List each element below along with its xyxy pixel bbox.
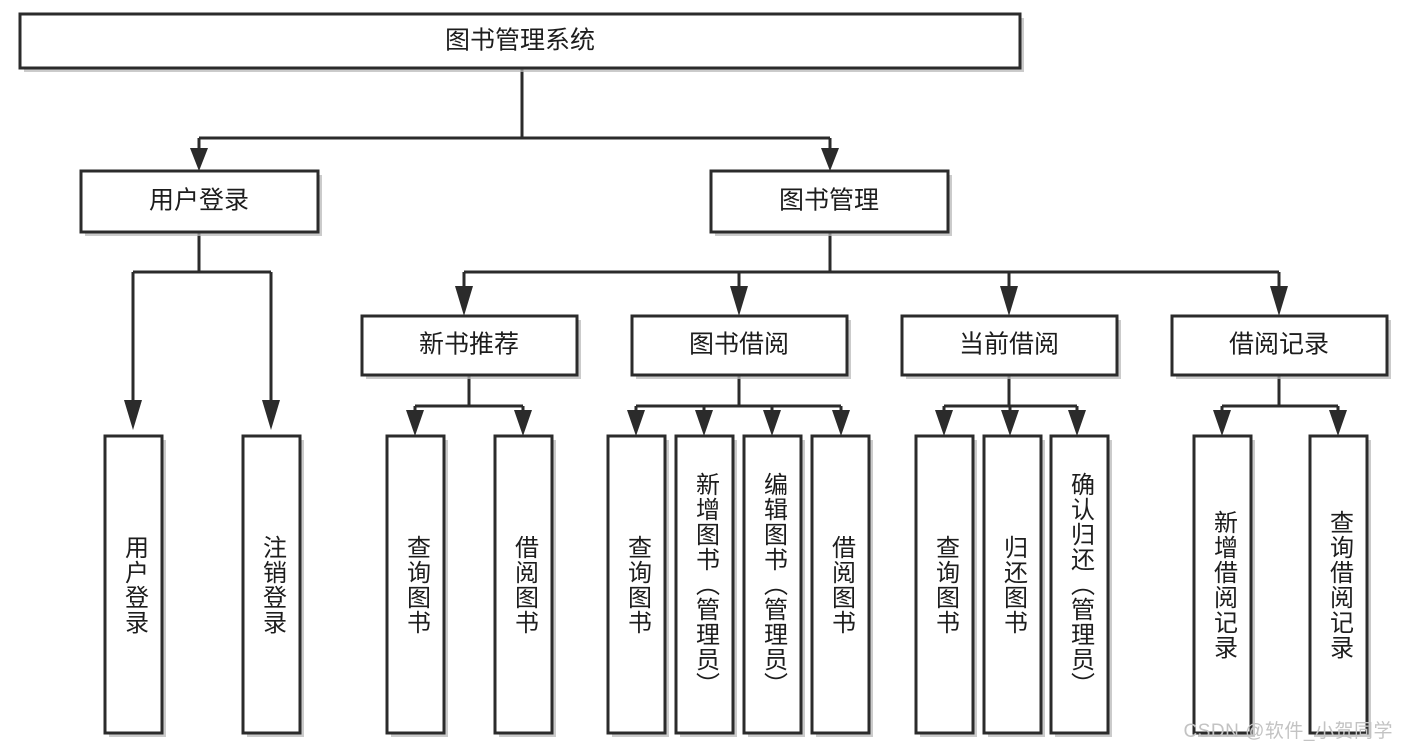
current-borrow-label: 当前借阅 <box>959 331 1059 359</box>
node-book-borrow[interactable]: 图书借阅 <box>630 314 851 379</box>
arrowhead-bb-borrow <box>832 410 850 436</box>
leaf-cb-confirm-return[interactable]: 确认归还（管理员） <box>1049 434 1112 737</box>
leaf-br-query-label: 查询借阅记录 <box>1325 509 1353 660</box>
arrowhead-nb-borrow <box>514 410 532 436</box>
node-book-management[interactable]: 图书管理 <box>709 169 952 236</box>
arrowhead-book-borrow <box>730 286 748 316</box>
arrowhead-book-manage <box>821 148 839 171</box>
connector-layer <box>124 68 1347 436</box>
user-login-label: 用户登录 <box>149 187 249 215</box>
leaf-nb-query-label: 查询图书 <box>402 534 430 635</box>
leaf-user-login-box <box>103 434 164 735</box>
leaf-cb-return-box <box>982 434 1043 735</box>
leaf-bb-add-book[interactable]: 新增图书（管理员） <box>674 434 737 737</box>
leaf-br-add-label: 新增借阅记录 <box>1209 509 1237 660</box>
leaf-bb-borrow-box <box>810 434 871 735</box>
arrowhead-bb-query <box>627 410 645 436</box>
arrowhead-nb-query <box>406 410 424 436</box>
leaf-nb-borrow-book[interactable]: 借阅图书 <box>493 434 556 737</box>
book-management-label: 图书管理 <box>779 187 879 215</box>
leaf-bb-edit-box <box>742 434 803 735</box>
leaf-nb-borrow-box <box>493 434 554 735</box>
leaf-br-add-box <box>1192 434 1253 735</box>
leaf-br-add-record[interactable]: 新增借阅记录 <box>1192 434 1255 737</box>
leaf-cb-return-book[interactable]: 归还图书 <box>982 434 1045 737</box>
arrowhead-borrow-record <box>1270 286 1288 316</box>
arrowhead-cb-confirm <box>1068 410 1086 436</box>
leaf-bb-borrow-label: 借阅图书 <box>827 534 855 635</box>
arrowhead-bb-edit <box>763 410 781 436</box>
book-borrow-label: 图书借阅 <box>689 331 789 359</box>
leaf-bb-borrow-book[interactable]: 借阅图书 <box>810 434 873 737</box>
node-current-borrow[interactable]: 当前借阅 <box>900 314 1121 379</box>
arrowhead-cb-query <box>935 410 953 436</box>
leaf-cb-confirm-label: 确认归还（管理员） <box>1066 472 1094 697</box>
leaf-logout-box <box>241 434 302 735</box>
current-borrow-box <box>900 314 1119 377</box>
leaf-bb-add-label: 新增图书（管理员） <box>691 472 719 697</box>
node-new-book-recommend[interactable]: 新书推荐 <box>360 314 581 379</box>
leaf-user-login[interactable]: 用户登录 <box>103 434 166 737</box>
leaf-bb-add-box <box>674 434 735 735</box>
arrowhead-leaf-user-login <box>124 400 142 430</box>
node-user-login[interactable]: 用户登录 <box>79 169 322 236</box>
root-label: 图书管理系统 <box>445 27 595 55</box>
leaf-nb-borrow-label: 借阅图书 <box>510 534 538 635</box>
leaf-cb-query-label: 查询图书 <box>931 534 959 635</box>
arrowhead-user-login <box>190 148 208 171</box>
borrow-record-label: 借阅记录 <box>1229 331 1329 359</box>
leaf-logout[interactable]: 注销登录 <box>241 434 304 737</box>
arrowhead-new-book <box>455 286 473 316</box>
user-login-box <box>79 169 320 234</box>
borrow-record-box <box>1170 314 1389 377</box>
leaf-nb-query-box <box>385 434 446 735</box>
leaf-cb-query-book[interactable]: 查询图书 <box>914 434 977 737</box>
new-book-box <box>360 314 579 377</box>
arrowhead-current-borrow <box>1000 286 1018 316</box>
leaf-br-query-record[interactable]: 查询借阅记录 <box>1308 434 1371 737</box>
book-management-box <box>709 169 950 234</box>
leaf-bb-edit-book[interactable]: 编辑图书（管理员） <box>742 434 805 737</box>
arrowhead-leaf-logout <box>262 400 280 430</box>
arrowhead-br-add <box>1213 410 1231 436</box>
leaf-cb-query-box <box>914 434 975 735</box>
leaf-cb-return-label: 归还图书 <box>999 534 1027 635</box>
book-borrow-box <box>630 314 849 377</box>
leaf-br-query-box <box>1308 434 1369 735</box>
arrowhead-br-query <box>1329 410 1347 436</box>
node-borrow-record[interactable]: 借阅记录 <box>1170 314 1391 379</box>
new-book-label: 新书推荐 <box>419 331 519 359</box>
leaf-bb-query-label: 查询图书 <box>623 534 651 635</box>
root-box <box>18 12 1022 70</box>
node-root[interactable]: 图书管理系统 <box>18 12 1024 72</box>
arrowhead-cb-return <box>1001 410 1019 436</box>
leaf-cb-confirm-box <box>1049 434 1110 735</box>
leaf-nb-query-book[interactable]: 查询图书 <box>385 434 448 737</box>
leaf-bb-query-box <box>606 434 667 735</box>
leaf-bb-query-book[interactable]: 查询图书 <box>606 434 669 737</box>
leaf-bb-edit-label: 编辑图书（管理员） <box>759 472 787 697</box>
leaf-logout-label: 注销登录 <box>258 534 286 635</box>
leaf-user-login-label: 用户登录 <box>120 534 148 635</box>
arrowhead-bb-add <box>695 410 713 436</box>
